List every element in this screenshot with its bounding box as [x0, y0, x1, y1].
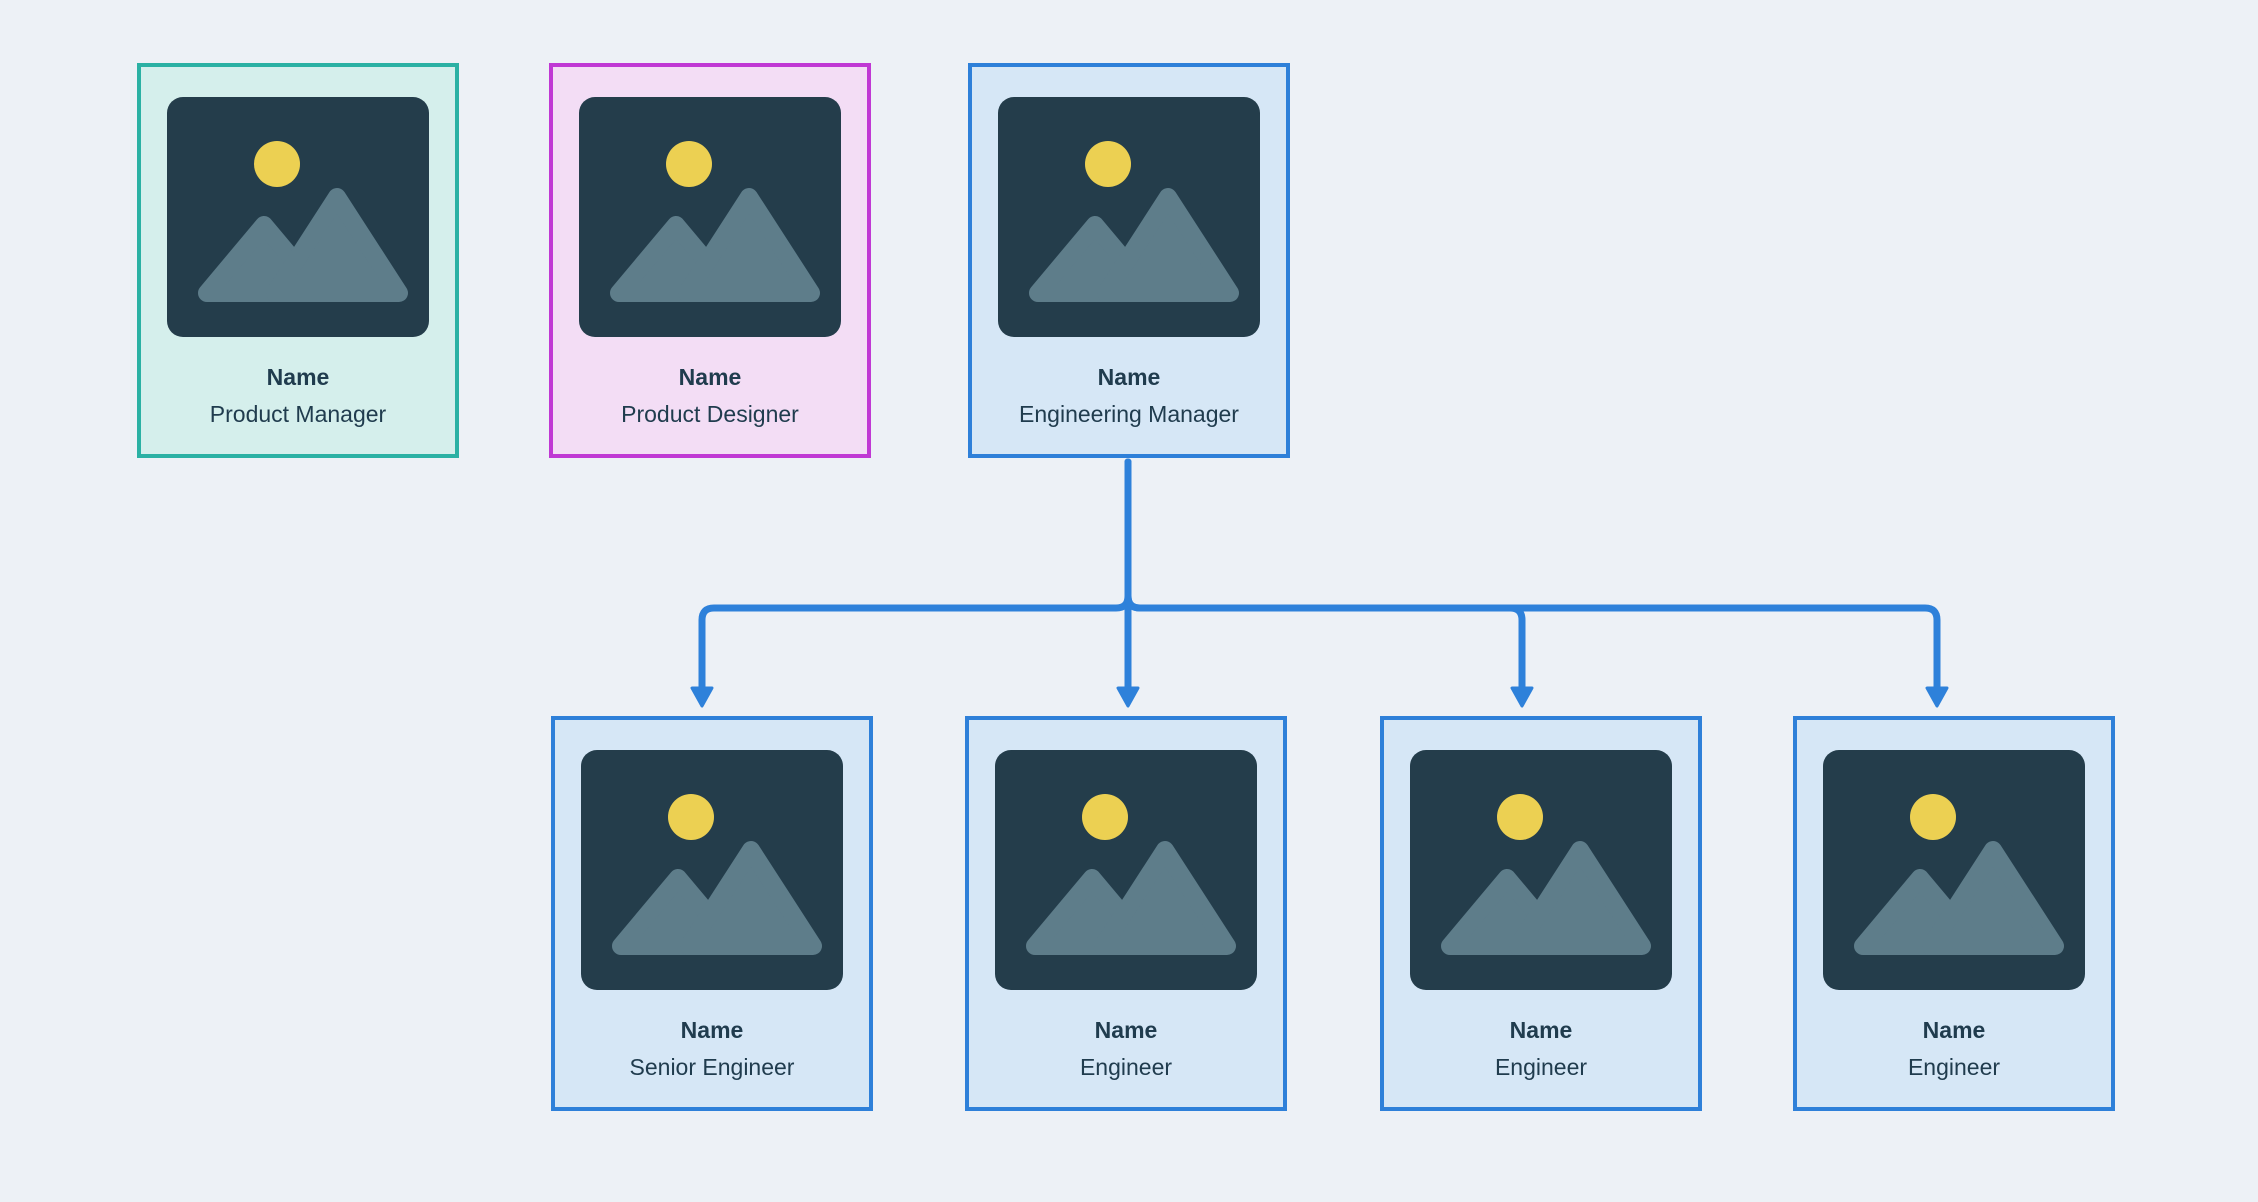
member-role-label: Engineering Manager — [1019, 401, 1239, 428]
card-product-manager[interactable]: Name Product Manager — [137, 63, 459, 458]
mountains-icon — [198, 188, 408, 302]
member-role-label: Product Manager — [209, 401, 387, 428]
card-engineer-3[interactable]: Name Engineer — [1793, 716, 2115, 1111]
member-role-label: Engineer — [1494, 1054, 1588, 1081]
member-role-label: Senior Engineer — [629, 1054, 795, 1081]
member-name-label: Name — [1094, 1017, 1158, 1043]
member-role-label: Engineer — [1079, 1054, 1173, 1081]
profile-image-placeholder — [1410, 750, 1672, 990]
member-name-label: Name — [678, 364, 742, 390]
mountains-icon — [610, 188, 820, 302]
mountains-icon — [1026, 841, 1236, 955]
member-name-label: Name — [1097, 364, 1161, 390]
member-role-label: Product Designer — [621, 401, 799, 428]
mountains-icon — [612, 841, 822, 955]
profile-image-placeholder — [998, 97, 1260, 337]
sun-icon — [668, 794, 714, 840]
sun-icon — [666, 141, 712, 187]
card-engineering-manager[interactable]: Name Engineering Manager — [968, 63, 1290, 458]
profile-image-placeholder — [995, 750, 1257, 990]
sun-icon — [254, 141, 300, 187]
card-engineer-1[interactable]: Name Engineer — [965, 716, 1287, 1111]
profile-image-placeholder — [167, 97, 429, 337]
card-product-designer[interactable]: Name Product Designer — [549, 63, 871, 458]
member-name-label: Name — [680, 1017, 744, 1043]
profile-image-placeholder — [579, 97, 841, 337]
arrow-to-engineer-3[interactable] — [1124, 458, 1941, 693]
mountains-icon — [1441, 841, 1651, 955]
arrowhead-icon — [690, 686, 714, 708]
profile-image-placeholder — [581, 750, 843, 990]
sun-icon — [1910, 794, 1956, 840]
profile-image-placeholder — [1823, 750, 2085, 990]
sun-icon — [1085, 141, 1131, 187]
member-role-label: Engineer — [1907, 1054, 2001, 1081]
sun-icon — [1082, 794, 1128, 840]
sun-icon — [1497, 794, 1543, 840]
mountains-icon — [1029, 188, 1239, 302]
arrow-to-engineer-2[interactable] — [1124, 458, 1526, 693]
arrowhead-icon — [1510, 686, 1534, 708]
card-engineer-2[interactable]: Name Engineer — [1380, 716, 1702, 1111]
arrowhead-icon — [1925, 686, 1949, 708]
card-senior-engineer[interactable]: Name Senior Engineer — [551, 716, 873, 1111]
arrowhead-icon — [1116, 686, 1140, 708]
arrow-to-senior-engineer[interactable] — [698, 458, 1132, 693]
member-name-label: Name — [266, 364, 330, 390]
member-name-label: Name — [1509, 1017, 1573, 1043]
member-name-label: Name — [1922, 1017, 1986, 1043]
mountains-icon — [1854, 841, 2064, 955]
